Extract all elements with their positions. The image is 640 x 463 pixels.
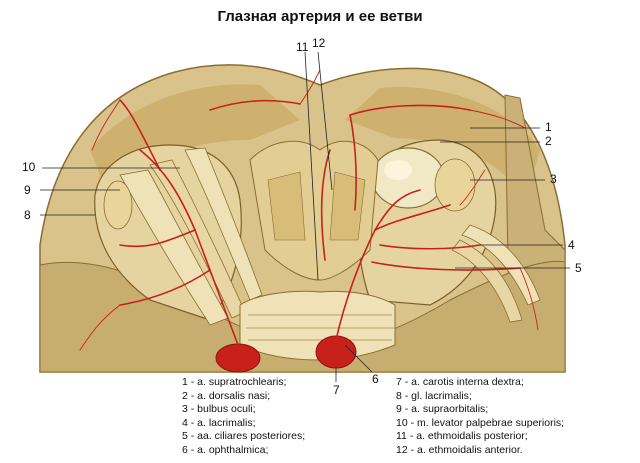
diagram-title: Глазная артерия и ее ветви bbox=[217, 8, 423, 25]
legend-item: 2 - a. dorsalis nasi; bbox=[182, 389, 271, 402]
callout-6: 6 bbox=[372, 372, 379, 386]
legend-item: 12 - a. ethmoidalis anterior. bbox=[396, 443, 523, 456]
callout-7: 7 bbox=[333, 383, 340, 397]
legend-item: 1 - a. supratrochlearis; bbox=[182, 376, 287, 388]
legend-item: 4 - a. lacrimalis; bbox=[182, 416, 256, 429]
legend-item: 6 - a. ophthalmica; bbox=[182, 443, 269, 456]
callout-1: 1 bbox=[545, 120, 552, 134]
legend-right: 7 - a. carotis interna dextra; 8 - gl. l… bbox=[396, 376, 564, 458]
callout-4: 4 bbox=[568, 238, 575, 252]
legend-item: 5 - aa. ciliares posteriores; bbox=[182, 430, 306, 443]
legend-left: 1 - a. supratrochlearis; 2 - a. dorsalis… bbox=[182, 376, 305, 458]
callout-10: 10 bbox=[22, 160, 36, 174]
callout-leaders bbox=[40, 51, 570, 382]
callout-8: 8 bbox=[24, 208, 31, 222]
legend-item: 8 - gl. lacrimalis; bbox=[396, 389, 472, 402]
lacrimal-gland-left bbox=[103, 180, 133, 230]
callout-12: 12 bbox=[312, 36, 326, 50]
lacrimal-gland-right bbox=[434, 158, 476, 212]
carotid-left bbox=[215, 343, 261, 373]
legend-item: 3 - bulbus oculi; bbox=[182, 403, 256, 416]
legend-item: 11 - a. ethmoidalis posterior; bbox=[396, 430, 528, 443]
artery-branches bbox=[119, 99, 521, 346]
callout-11: 11 bbox=[296, 40, 309, 54]
legend-item: 7 - a. carotis interna dextra; bbox=[396, 376, 524, 388]
eyeball bbox=[371, 147, 445, 209]
legend-item: 10 - m. levator palpebrae superioris; bbox=[396, 416, 565, 429]
callout-9: 9 bbox=[24, 183, 31, 197]
callout-3: 3 bbox=[550, 172, 557, 186]
callout-5: 5 bbox=[575, 261, 582, 275]
callout-2: 2 bbox=[545, 134, 552, 148]
legend-item: 9 - a. supraorbitalis; bbox=[396, 403, 489, 416]
